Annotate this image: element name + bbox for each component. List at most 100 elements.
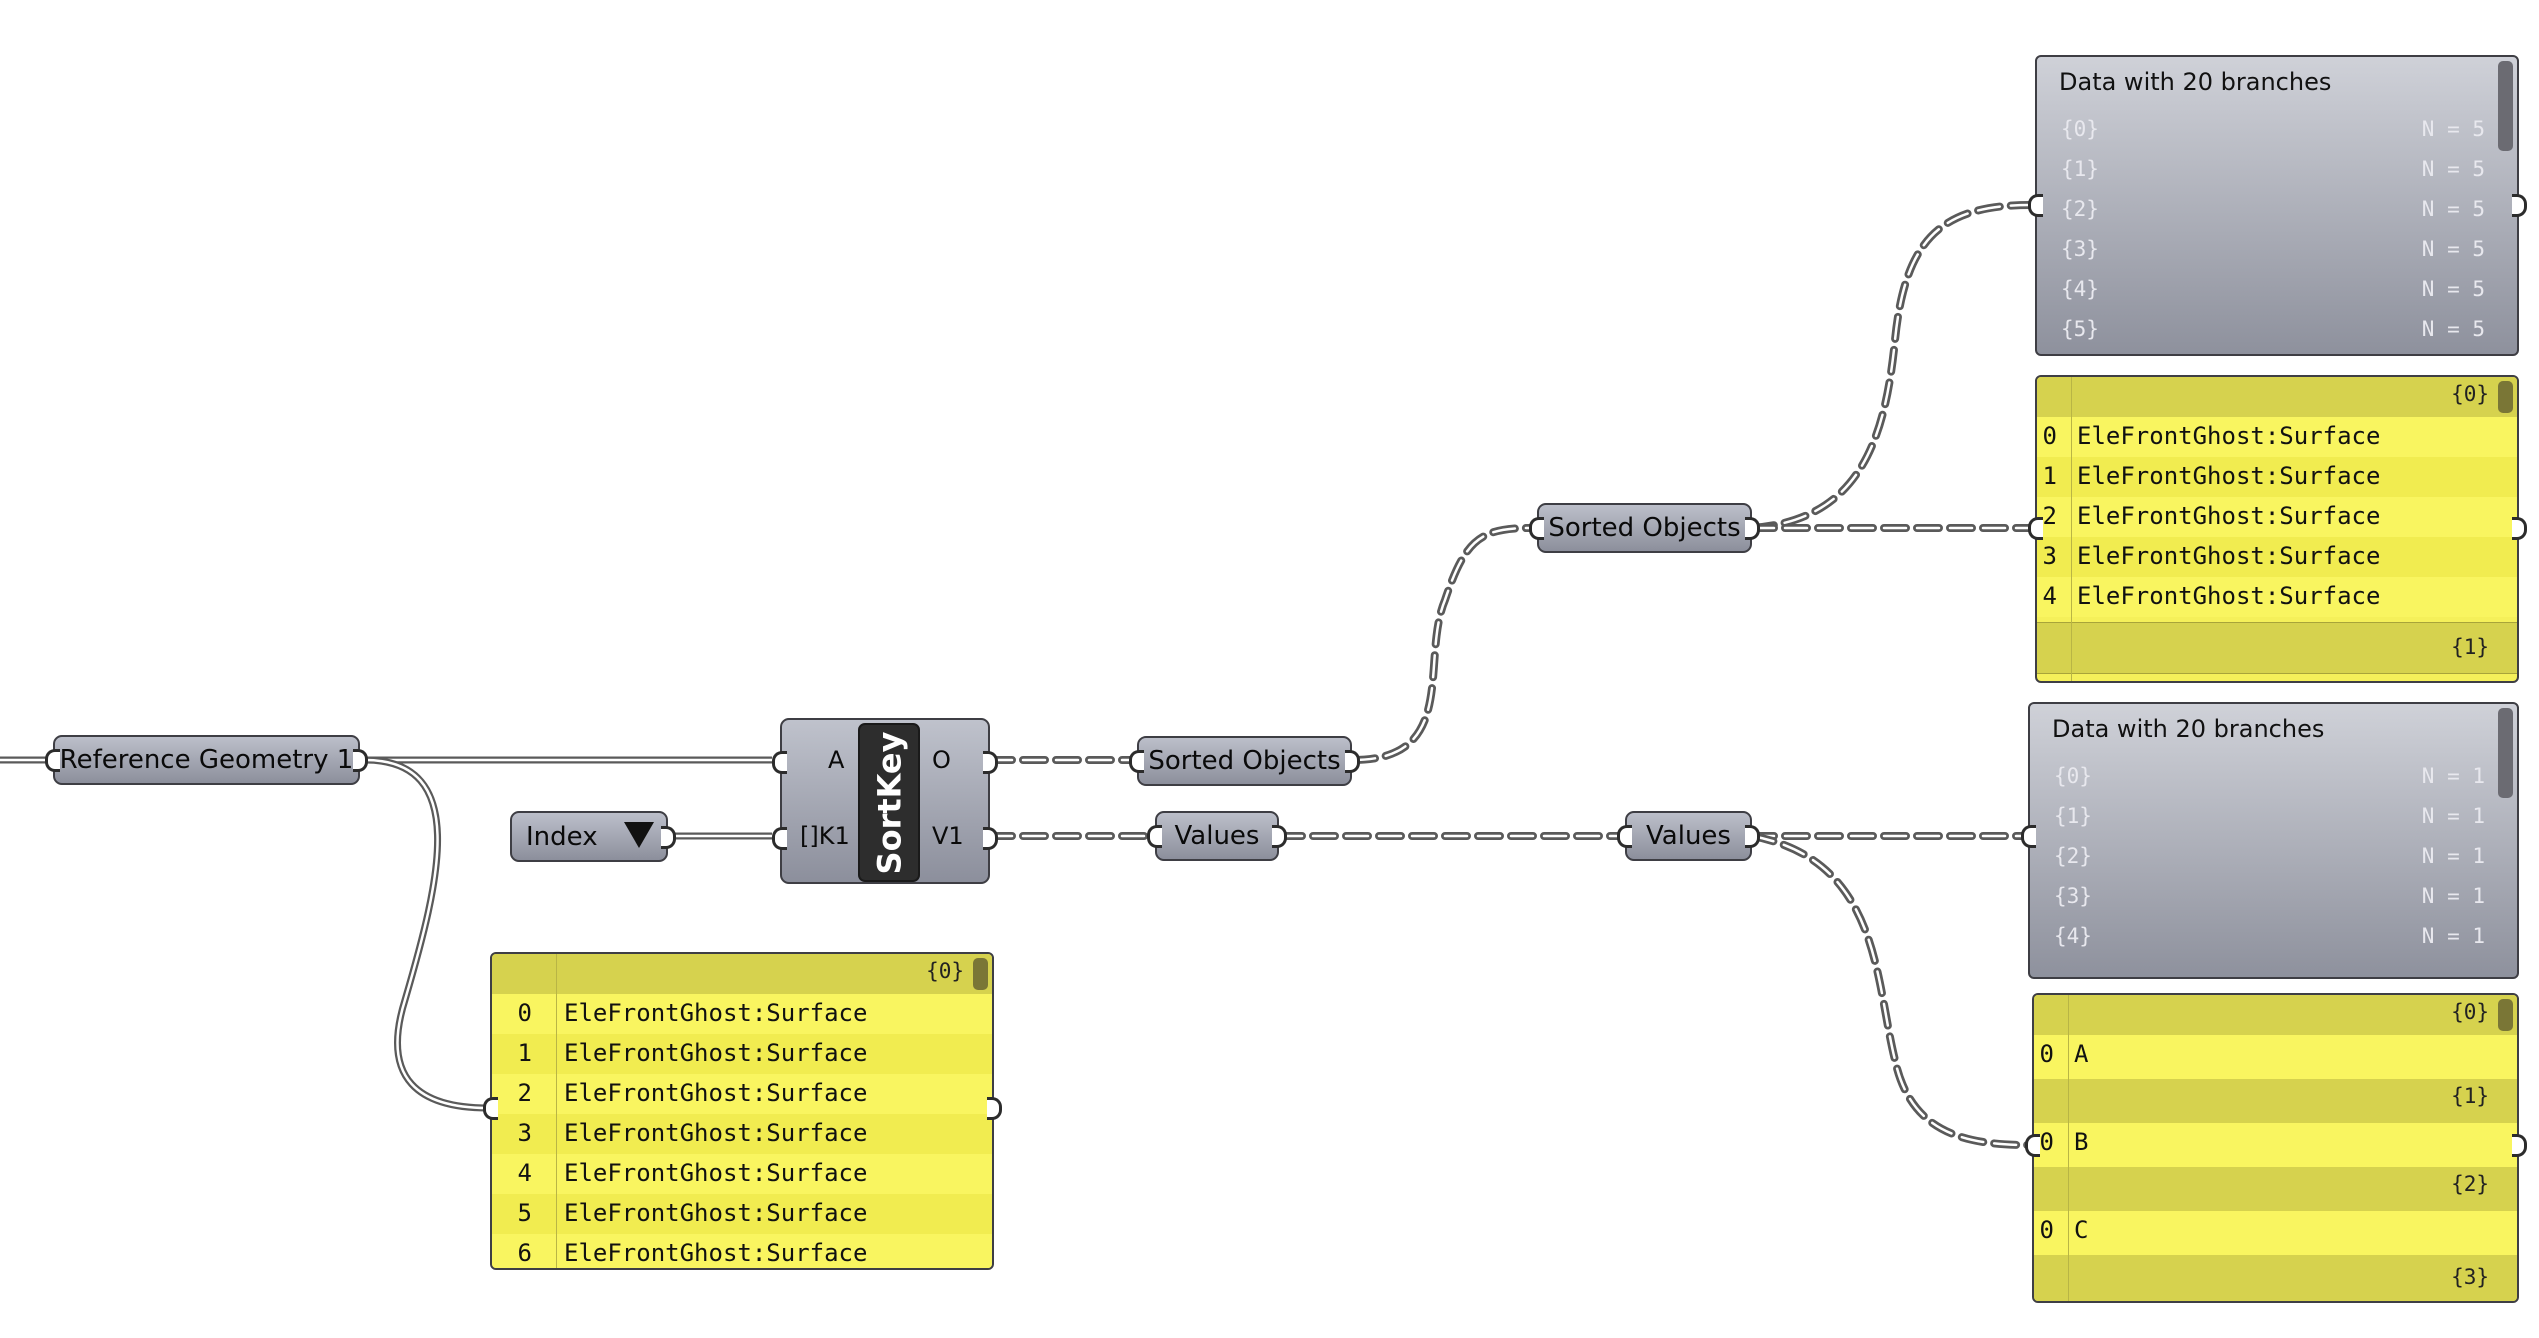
tree-branch-row: {4}N = 1 bbox=[2054, 924, 2485, 948]
sortkey-component[interactable]: A []K1 SortKey O V1 bbox=[772, 718, 998, 884]
geometry-panel-output-grip[interactable] bbox=[987, 1097, 1002, 1120]
tree-values-input-grip[interactable] bbox=[2021, 825, 2036, 848]
wire-values-to-list-inner bbox=[1750, 834, 2030, 1147]
wire-sorted-to-tree-inner bbox=[1750, 203, 2032, 530]
sortkey-port-v1: V1 bbox=[932, 822, 964, 850]
values-1-input-grip[interactable] bbox=[1147, 825, 1162, 848]
tree-panel-title: Data with 20 branches bbox=[2059, 68, 2332, 96]
values-2-input-grip[interactable] bbox=[1617, 825, 1632, 848]
values-list-input-grip[interactable] bbox=[2025, 1134, 2040, 1157]
panel-scroll-thumb[interactable] bbox=[2498, 999, 2513, 1031]
tree-branch-row: {5}N = 5 bbox=[2061, 317, 2485, 341]
tree-branch-row: {1}N = 5 bbox=[2061, 157, 2485, 181]
values-list-output-grip[interactable] bbox=[2512, 1134, 2527, 1157]
sorted-objects-node-2[interactable]: Sorted Objects bbox=[1529, 503, 1760, 553]
values-node-1[interactable]: Values bbox=[1147, 811, 1287, 861]
sorted-objects-2-label: Sorted Objects bbox=[1548, 513, 1741, 543]
data-tree-panel-objects[interactable]: Data with 20 branches {0}N = 5 {1}N = 5 … bbox=[2035, 55, 2519, 356]
tree-objects-output-grip[interactable] bbox=[2512, 194, 2527, 217]
sortkey-port-o: O bbox=[932, 746, 951, 774]
sorted-objects-1-output-grip[interactable] bbox=[1345, 750, 1360, 773]
sorted-objects-1-label: Sorted Objects bbox=[1148, 746, 1341, 776]
branch-label: {3} bbox=[2451, 1265, 2489, 1289]
sortkey-port-a: A bbox=[828, 746, 845, 774]
tree-branch-row: {3}N = 5 bbox=[2061, 237, 2485, 261]
index-output-grip[interactable] bbox=[661, 825, 676, 849]
sorted-list-output-grip[interactable] bbox=[2512, 517, 2527, 540]
branch-label: {0} bbox=[926, 959, 964, 983]
index-separator bbox=[2071, 377, 2072, 681]
panel-scroll-thumb[interactable] bbox=[973, 958, 988, 990]
geometry-panel-input-grip[interactable] bbox=[483, 1097, 498, 1120]
tree-branch-row: {2}N = 5 bbox=[2061, 197, 2485, 221]
branch-header: {1} bbox=[2037, 622, 2517, 674]
branch-label: {1} bbox=[2451, 635, 2489, 659]
branch-label: {0} bbox=[2451, 382, 2489, 406]
branch-header: {0} bbox=[2037, 377, 2517, 418]
wire-sorted-to-sorted-inner bbox=[1351, 526, 1532, 762]
sortkey-k1-input-grip[interactable] bbox=[772, 827, 787, 850]
tree-branch-row: {4}N = 5 bbox=[2061, 277, 2485, 301]
values-node-2[interactable]: Values bbox=[1617, 811, 1760, 861]
branch-header: {0} bbox=[2034, 995, 2517, 1036]
wire-values-to-list bbox=[1748, 832, 2032, 1149]
sortkey-title: SortKey bbox=[858, 723, 920, 882]
panel-scroll-thumb[interactable] bbox=[2498, 61, 2513, 151]
tree-branch-row: {3}N = 1 bbox=[2054, 884, 2485, 908]
tree-branch-row: {0}N = 1 bbox=[2054, 764, 2485, 788]
wire-sorted-to-sorted bbox=[1349, 524, 1534, 764]
panel-scroll-thumb[interactable] bbox=[2498, 708, 2513, 798]
index-separator bbox=[556, 954, 557, 1268]
sorted-objects-1-input-grip[interactable] bbox=[1129, 750, 1144, 773]
panel-scroll-thumb[interactable] bbox=[2498, 381, 2513, 413]
sortkey-a-input-grip[interactable] bbox=[772, 751, 787, 774]
branch-label: {0} bbox=[2451, 1000, 2489, 1024]
sorted-objects-2-input-grip[interactable] bbox=[1529, 517, 1544, 540]
data-tree-panel-values[interactable]: Data with 20 branches {0}N = 1 {1}N = 1 … bbox=[2028, 702, 2519, 979]
sortkey-port-k1: []K1 bbox=[800, 822, 850, 850]
wire-ref-to-panel-inner bbox=[364, 758, 489, 1110]
branch-header: {1} bbox=[2034, 1079, 2517, 1124]
tree-branch-row: {2}N = 1 bbox=[2054, 844, 2485, 868]
values-1-output-grip[interactable] bbox=[1272, 825, 1287, 848]
sorted-objects-2-output-grip[interactable] bbox=[1745, 517, 1760, 540]
reference-geometry-output-grip[interactable] bbox=[353, 749, 368, 772]
dropdown-arrow-icon[interactable] bbox=[624, 822, 654, 848]
branch-label: {2} bbox=[2451, 1172, 2489, 1196]
branch-label: {1} bbox=[2451, 1084, 2489, 1108]
reference-geometry-input-grip[interactable] bbox=[45, 749, 60, 772]
index-dropdown-node[interactable]: Index bbox=[510, 811, 676, 862]
reference-geometry-node[interactable]: Reference Geometry 1 bbox=[45, 735, 368, 785]
wire-ref-to-panel bbox=[364, 756, 489, 1112]
sortkey-v1-output-grip[interactable] bbox=[983, 827, 998, 850]
index-separator bbox=[2068, 995, 2069, 1301]
tree-branch-row: {0}N = 5 bbox=[2061, 117, 2485, 141]
sorted-list-input-grip[interactable] bbox=[2028, 517, 2043, 540]
branch-header: {3} bbox=[2034, 1255, 2517, 1301]
index-dropdown-label: Index bbox=[526, 821, 598, 852]
sorted-objects-node-1[interactable]: Sorted Objects bbox=[1129, 736, 1360, 786]
sortkey-o-output-grip[interactable] bbox=[983, 751, 998, 774]
tree-objects-input-grip[interactable] bbox=[2028, 194, 2043, 217]
reference-geometry-label: Reference Geometry 1 bbox=[59, 745, 354, 775]
values-2-output-grip[interactable] bbox=[1745, 825, 1760, 848]
